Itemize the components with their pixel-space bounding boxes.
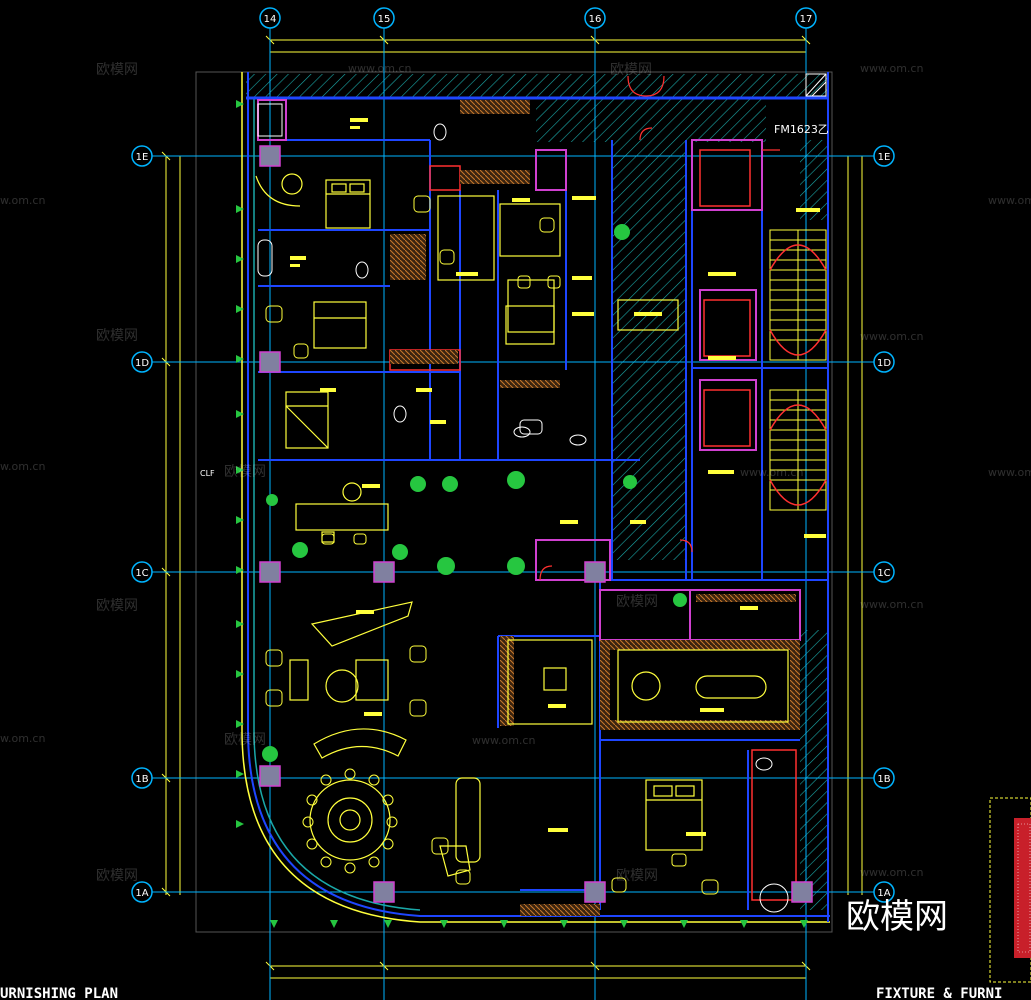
watermarks: 欧模网 欧模网 欧模网 欧模网 欧模网 欧模网 欧模网 欧模网 欧模网 www.… [0,62,1031,884]
grid-label-top: 15 [378,14,391,25]
watermark-url: www.om.cn [860,330,923,343]
watermark-url: www.om.cn [860,598,923,611]
beds [285,179,703,851]
grid-label-right: 1C [877,568,890,579]
watermark-url: www.om.cn [740,466,803,479]
lounge-furniture [255,173,555,877]
watermark-url: www.om.cn [988,466,1031,479]
plants [262,224,687,762]
grid-label-left: 1C [135,568,148,579]
accent-walls-red [389,149,797,901]
grid-label-left: 1A [135,888,148,899]
watermark-cn: 欧模网 [224,732,266,748]
brand-watermark: 欧模网 [846,897,948,937]
watermark-url: www.om.cn [860,62,923,75]
drawing-title-right: FIXTURE & FURNI [876,986,1002,1000]
site-boundary [195,71,833,933]
doors [539,75,780,581]
door-frames [805,73,827,97]
stair-right [769,389,827,511]
grid-label-right: 1D [877,358,891,369]
watermark-cn: 欧模网 [96,598,138,614]
grid-bubbles-top: 14 15 16 17 [259,7,817,29]
watermark-url-partial: w.om.cn [0,194,45,207]
hatched-areas [246,74,828,910]
watermark-url: www.om.cn [348,62,411,75]
watermark-url: www.om.cn [988,194,1031,207]
room-labels [290,118,826,836]
interior-walls [258,139,828,910]
grid-label-left: 1D [135,358,149,369]
tables [295,195,789,863]
watermark-cn: 欧模网 [96,868,138,884]
drawing-title-left: URNISHING PLAN [0,986,118,1000]
window-markers [236,100,808,928]
grid-label-right: 1B [877,774,890,785]
watermark-cn: 欧模网 [96,328,138,344]
watermark-url: www.om.cn [472,734,535,747]
watermark-cn: 欧模网 [96,62,138,78]
watermark-cn: 欧模网 [224,464,266,480]
grid-label-right: 1A [877,888,890,899]
dimension-lines [165,39,863,979]
room-tag: FM1623乙 [774,123,829,136]
title-legend-box [989,797,1031,983]
watermark-cn: 欧模网 [616,594,658,610]
grid-bubbles-left: 1E 1D 1C 1B 1A [131,145,153,903]
columns [259,145,813,903]
watermark-url-partial: w.om.cn [0,732,45,745]
grid-label-top: 14 [264,14,277,25]
chairs [265,195,719,895]
watermark-url: www.om.cn [860,866,923,879]
grid-label-right: 1E [878,152,891,163]
bath-fixtures [257,103,789,913]
grid-label-left: 1B [135,774,148,785]
stair-arcs [769,244,827,506]
watermark-cn: 欧模网 [610,62,652,78]
watermark-cn: 欧模网 [616,868,658,884]
grid-label-left: 1E [136,152,149,163]
grid-label-top: 16 [589,14,602,25]
grid-bubbles-right: 1E 1D 1C 1B 1A [873,145,895,903]
watermark-url-partial: w.om.cn [0,460,45,473]
side-tag: CLF [200,469,215,478]
stair-left [769,229,827,361]
grid-label-top: 17 [800,14,813,25]
exterior-walls [241,72,830,923]
millwork [390,100,800,916]
